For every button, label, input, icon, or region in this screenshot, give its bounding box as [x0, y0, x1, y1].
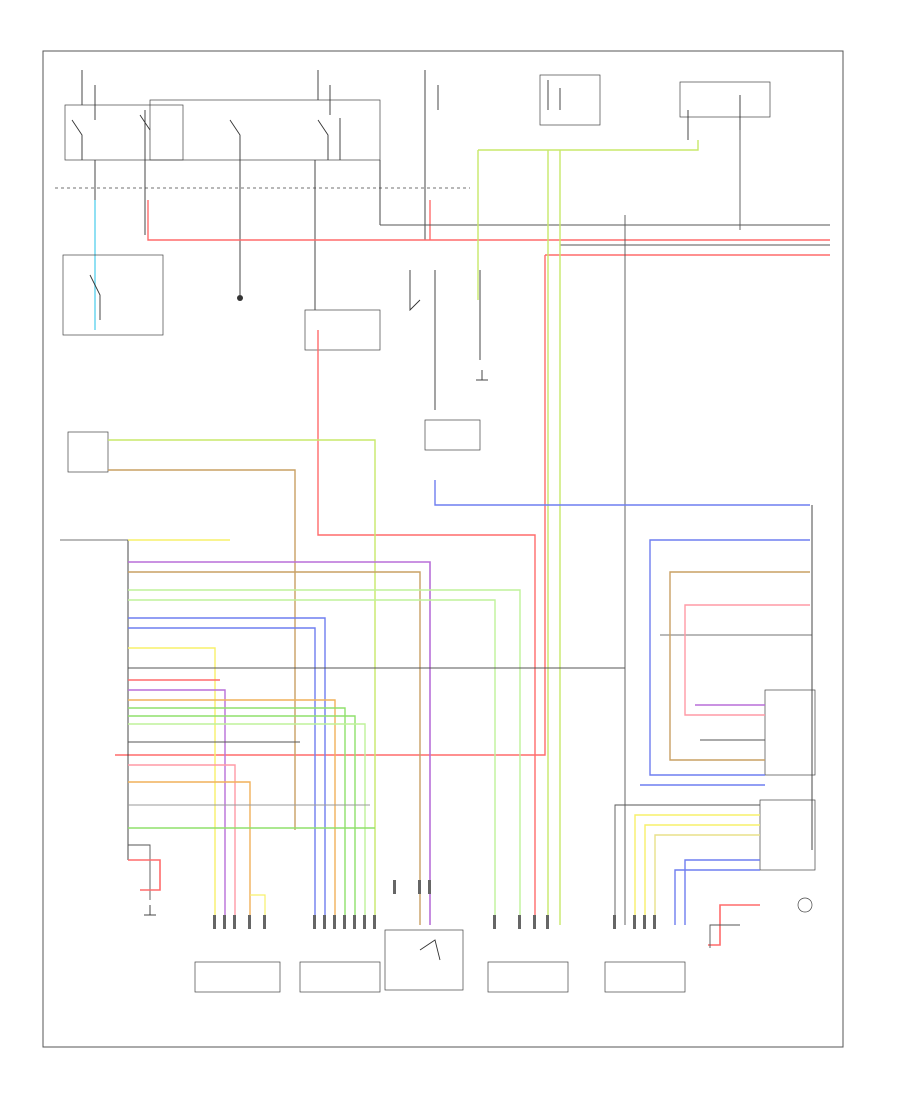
ecm-wire-yellow-2 [128, 647, 216, 925]
connector-d [487, 961, 569, 993]
wire-red-top [147, 200, 830, 241]
right-lower-wire-yellow-2 [644, 824, 760, 925]
sensor-box [67, 431, 109, 473]
ground-icon-right [476, 370, 488, 381]
right-lower-wire-black-2 [709, 924, 740, 948]
connector-a [194, 961, 281, 993]
right-lower-wire-black [614, 804, 760, 925]
relay-group-left [64, 70, 184, 161]
relay-group-right [539, 74, 771, 140]
ecm-wire-blue-1 [128, 617, 326, 925]
wire-green-sensor [108, 439, 376, 925]
diagram-frame [42, 50, 844, 1048]
ecm-wire-black-3 [128, 844, 151, 900]
ecm-wire-pink-1 [128, 764, 236, 925]
wire-brown-sensor [108, 469, 296, 830]
wire-yellowgreen-top [477, 140, 699, 300]
wire-blue-right [434, 480, 810, 506]
ecm-wire-brown-1 [128, 571, 421, 925]
right-connector-block [660, 505, 816, 913]
bottom-connectors [194, 929, 686, 993]
ecm-wire-green-5 [128, 723, 366, 925]
ecm-wire-violet-2 [128, 689, 226, 925]
ecm-wire-green-4 [128, 715, 356, 925]
ground-icon-left [144, 905, 156, 916]
right-lower-wire-blue-1 [684, 859, 760, 925]
connector-pins [213, 880, 656, 929]
fuse-box-hot-at-all-times [424, 70, 439, 110]
switch-box-center [304, 309, 381, 351]
connector-c-switch [419, 939, 441, 961]
ecm-wire-blue-2 [128, 627, 316, 925]
ecm-connector [60, 539, 129, 860]
right-wire-brown-1 [669, 571, 810, 761]
connector-c [384, 929, 464, 991]
relay-group-center [149, 70, 381, 161]
right-wire-blue-1 [649, 539, 810, 776]
wire-red-right-vertical [115, 255, 546, 756]
ground-icon [237, 295, 243, 301]
connector-b [299, 961, 381, 993]
right-lower-wire-yellow-1 [634, 814, 760, 925]
ecm-wire-orange-1 [128, 699, 336, 925]
ecm-wire-green-2 [128, 599, 496, 925]
wire-pink-center [317, 330, 536, 925]
ecm-wire-orange-2 [128, 781, 251, 925]
right-lower-wire-blue-2 [674, 869, 760, 925]
right-lower-wire-yellow-3 [654, 834, 760, 925]
connector-e [604, 961, 686, 993]
ecm-wire-red-2 [128, 859, 161, 891]
ecm-wire-violet-1 [128, 561, 431, 925]
ecm-wire-yellow-3 [250, 894, 266, 925]
ecm-wire-green-1 [128, 589, 521, 925]
switch-box-left [62, 254, 164, 336]
fuse-stubs [94, 110, 426, 310]
right-wire-pink-1 [684, 604, 810, 716]
switch-center-right [409, 270, 481, 451]
ecm-wire-green-3 [128, 707, 346, 925]
